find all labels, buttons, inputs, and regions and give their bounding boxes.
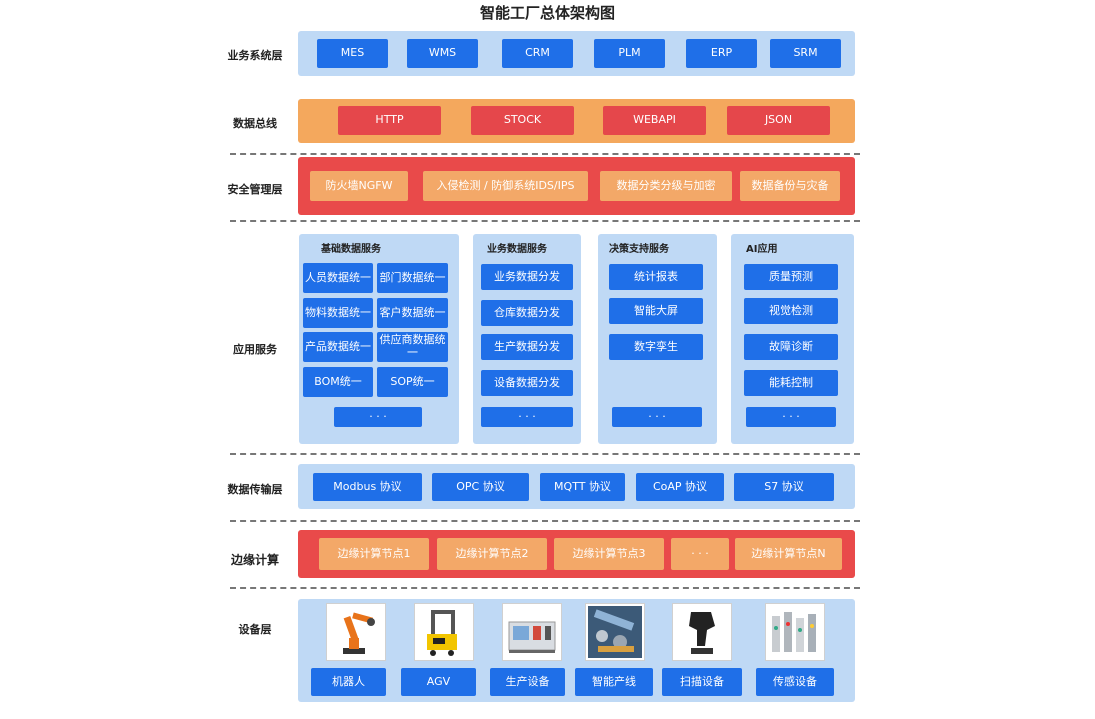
production-data-dist-button[interactable]: 生产数据分发 bbox=[481, 334, 573, 360]
panel-basic-data-service: 基础数据服务 人员数据统一 部门数据统一 物料数据统一 客户数据统一 产品数据统… bbox=[299, 234, 459, 444]
customer-data-button[interactable]: 客户数据统一 bbox=[377, 298, 448, 328]
visual-inspection-button[interactable]: 视觉检测 bbox=[744, 298, 838, 324]
panel-decision-support: 决策支持服务 统计报表 智能大屏 数字孪生 · · · bbox=[598, 234, 717, 444]
production-line-icon bbox=[585, 603, 645, 661]
panel-business-data-service: 业务数据服务 业务数据分发 仓库数据分发 生产数据分发 设备数据分发 · · · bbox=[473, 234, 581, 444]
production-equipment-button[interactable]: 生产设备 bbox=[490, 668, 565, 696]
smart-production-line-button[interactable]: 智能产线 bbox=[575, 668, 653, 696]
more-button[interactable]: · · · bbox=[334, 407, 422, 427]
security-layer: 防火墙NGFW 入侵检测 / 防御系统IDS/IPS 数据分类分级与加密 数据备… bbox=[298, 157, 855, 215]
personnel-data-button[interactable]: 人员数据统一 bbox=[303, 263, 373, 293]
more-button[interactable]: · · · bbox=[746, 407, 836, 427]
divider bbox=[230, 587, 860, 589]
department-data-button[interactable]: 部门数据统一 bbox=[377, 263, 448, 293]
divider bbox=[230, 453, 860, 455]
stat-report-button[interactable]: 统计报表 bbox=[609, 264, 703, 290]
panel-title: 决策支持服务 bbox=[609, 244, 669, 255]
erp-button[interactable]: ERP bbox=[686, 39, 757, 68]
sop-button[interactable]: SOP统一 bbox=[377, 367, 448, 397]
edge-node-2-button[interactable]: 边缘计算节点2 bbox=[437, 538, 547, 570]
scanning-equipment-button[interactable]: 扫描设备 bbox=[662, 668, 742, 696]
firewall-button[interactable]: 防火墙NGFW bbox=[310, 171, 408, 201]
layer-label-bus: 数据总线 bbox=[233, 117, 277, 130]
more-button[interactable]: · · · bbox=[481, 407, 573, 427]
edge-node-1-button[interactable]: 边缘计算节点1 bbox=[319, 538, 429, 570]
product-data-button[interactable]: 产品数据统一 bbox=[303, 332, 373, 362]
json-button[interactable]: JSON bbox=[727, 106, 830, 135]
material-data-button[interactable]: 物料数据统一 bbox=[303, 298, 373, 328]
digital-twin-button[interactable]: 数字孪生 bbox=[609, 334, 703, 360]
panel-title: AI应用 bbox=[746, 244, 778, 255]
fault-diagnosis-button[interactable]: 故障诊断 bbox=[744, 334, 838, 360]
agv-button[interactable]: AGV bbox=[401, 668, 476, 696]
layer-label-business: 业务系统层 bbox=[227, 49, 283, 62]
s7-button[interactable]: S7 协议 bbox=[734, 473, 834, 501]
bom-button[interactable]: BOM统一 bbox=[303, 367, 373, 397]
coap-button[interactable]: CoAP 协议 bbox=[636, 473, 724, 501]
equipment-data-dist-button[interactable]: 设备数据分发 bbox=[481, 370, 573, 396]
modbus-button[interactable]: Modbus 协议 bbox=[313, 473, 422, 501]
layer-label-device: 设备层 bbox=[238, 623, 272, 636]
panel-title: 业务数据服务 bbox=[487, 244, 547, 255]
edge-layer: 边缘计算节点1 边缘计算节点2 边缘计算节点3 · · · 边缘计算节点N bbox=[298, 530, 855, 578]
transport-layer: Modbus 协议 OPC 协议 MQTT 协议 CoAP 协议 S7 协议 bbox=[298, 464, 855, 509]
robot-arm-icon bbox=[326, 603, 386, 661]
layer-label-transport: 数据传输层 bbox=[227, 483, 283, 496]
data-bus-layer: HTTP STOCK WEBAPI JSON bbox=[298, 99, 855, 143]
layer-label-edge: 边缘计算 bbox=[230, 553, 279, 567]
sensor-devices-icon bbox=[765, 603, 825, 661]
http-button[interactable]: HTTP bbox=[338, 106, 441, 135]
divider bbox=[230, 520, 860, 522]
layer-label-security: 安全管理层 bbox=[227, 183, 283, 196]
data-backup-button[interactable]: 数据备份与灾备 bbox=[740, 171, 840, 201]
business-layer: MES WMS CRM PLM ERP SRM bbox=[298, 31, 855, 76]
plm-button[interactable]: PLM bbox=[594, 39, 665, 68]
srm-button[interactable]: SRM bbox=[770, 39, 841, 68]
barcode-scanner-icon bbox=[672, 603, 732, 661]
panel-ai-application: AI应用 质量预测 视觉检测 故障诊断 能耗控制 · · · bbox=[731, 234, 854, 444]
panel-title: 基础数据服务 bbox=[321, 244, 381, 255]
divider bbox=[230, 153, 860, 155]
data-classification-button[interactable]: 数据分类分级与加密 bbox=[600, 171, 732, 201]
divider bbox=[230, 220, 860, 222]
quality-prediction-button[interactable]: 质量预测 bbox=[744, 264, 838, 290]
ids-ips-button[interactable]: 入侵检测 / 防御系统IDS/IPS bbox=[423, 171, 588, 201]
business-data-dist-button[interactable]: 业务数据分发 bbox=[481, 264, 573, 290]
mes-button[interactable]: MES bbox=[317, 39, 388, 68]
production-machine-icon bbox=[502, 603, 562, 661]
crm-button[interactable]: CRM bbox=[502, 39, 573, 68]
mqtt-button[interactable]: MQTT 协议 bbox=[540, 473, 625, 501]
agv-icon bbox=[414, 603, 474, 661]
layer-label-app: 应用服务 bbox=[233, 343, 277, 356]
wms-button[interactable]: WMS bbox=[407, 39, 478, 68]
edge-node-3-button[interactable]: 边缘计算节点3 bbox=[554, 538, 664, 570]
more-button[interactable]: · · · bbox=[612, 407, 702, 427]
stock-button[interactable]: STOCK bbox=[471, 106, 574, 135]
edge-node-n-button[interactable]: 边缘计算节点N bbox=[735, 538, 842, 570]
supplier-data-button[interactable]: 供应商数据统一 bbox=[377, 332, 448, 362]
smart-screen-button[interactable]: 智能大屏 bbox=[609, 298, 703, 324]
robot-button[interactable]: 机器人 bbox=[311, 668, 386, 696]
edge-node-more-button[interactable]: · · · bbox=[671, 538, 729, 570]
page-title: 智能工厂总体架构图 bbox=[479, 4, 615, 22]
sensor-equipment-button[interactable]: 传感设备 bbox=[756, 668, 834, 696]
opc-button[interactable]: OPC 协议 bbox=[432, 473, 529, 501]
warehouse-data-dist-button[interactable]: 仓库数据分发 bbox=[481, 300, 573, 326]
energy-control-button[interactable]: 能耗控制 bbox=[744, 370, 838, 396]
webapi-button[interactable]: WEBAPI bbox=[603, 106, 706, 135]
